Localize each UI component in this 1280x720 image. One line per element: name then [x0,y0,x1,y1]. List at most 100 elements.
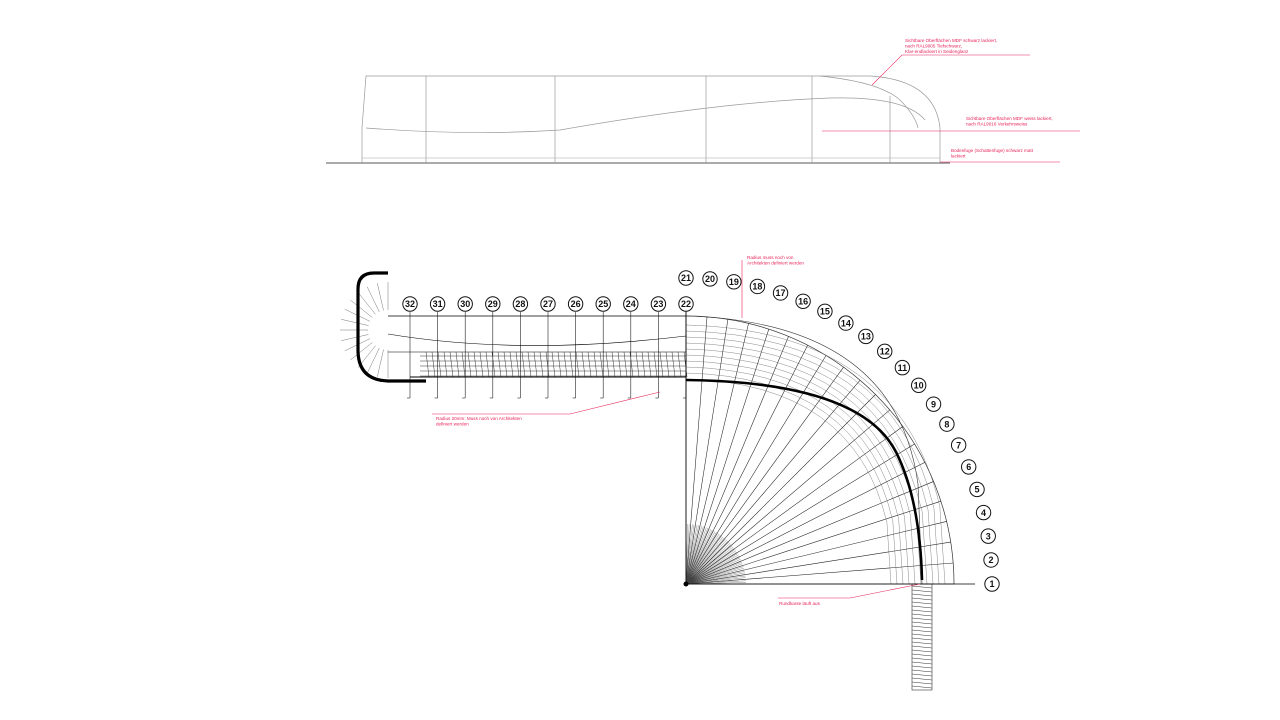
radial-ray [685,367,844,585]
radial-ray [685,323,749,585]
station-number: 27 [543,299,553,309]
station-marker: 17 [772,285,789,301]
station-number: 18 [752,282,762,292]
fine-ray [685,572,745,585]
station-circle [961,459,977,475]
radial-ray [685,409,890,585]
fine-ray [685,538,726,585]
station-circle [749,278,766,295]
station-circle [877,343,893,360]
station-number: 14 [841,318,851,328]
station-marker: 19 [726,274,742,290]
station-marker: 2 [983,552,999,568]
station-number: 11 [898,363,908,373]
station-circle [838,315,854,331]
leader-edge [778,583,921,599]
fine-ray [685,528,710,585]
station-circle [595,296,611,312]
radial-ray [685,443,915,585]
station-marker: 32 [402,296,418,312]
leg-hatch-line [911,669,933,673]
elevation-view [326,75,950,164]
hatch-curve [685,330,940,585]
station-circle [512,296,529,312]
station-marker: 6 [961,459,977,475]
fine-ray [685,524,691,585]
station-marker: 23 [650,296,667,312]
leg-hatch-line [911,641,933,645]
fine-ray [685,533,720,585]
fine-ray [685,562,742,585]
station-number: 5 [975,485,980,495]
fine-ray [685,550,737,585]
station-number: 4 [981,508,986,518]
end-ray [350,299,373,318]
radial-ray [685,500,941,585]
end-ray [341,319,369,326]
fine-ray [685,563,743,585]
station-circle [772,285,789,301]
radial-ray [685,380,861,585]
station-marker: 11 [894,359,911,376]
station-circle [795,293,811,309]
station-number: 31 [433,299,443,309]
leg-hatch-line [911,629,933,633]
station-marker: 30 [457,296,473,312]
station-marker: 26 [567,296,584,312]
station-circle [485,296,501,312]
station-circle [950,437,967,453]
vertical-leg-hatch [911,583,933,691]
fine-ray [685,580,746,585]
station-number: 24 [626,299,636,309]
station-number: 6 [966,462,971,472]
leg-hatch-line [911,609,933,613]
fine-ray [685,529,713,585]
station-marker: 24 [623,296,639,312]
station-marker: 4 [975,504,992,521]
station-number: 8 [944,419,949,429]
leg-hatch-line [911,593,933,597]
radial-ray [685,345,808,585]
fine-ray [685,553,738,585]
station-circle [894,359,911,376]
leader-top-surface [871,54,1030,86]
leg-hatch-line [911,673,933,677]
station-number: 9 [931,399,936,409]
station-marker: 14 [838,315,854,331]
fine-ray [685,526,702,585]
station-marker: 25 [595,296,611,312]
fine-ray [685,552,737,585]
fine-ray [685,531,716,585]
leg-hatch-line [911,605,933,609]
end-ray [350,342,373,361]
fine-ray [685,536,724,585]
station-marker: 29 [485,296,501,312]
station-marker: 18 [749,278,766,295]
hatch-curve [685,342,928,585]
fine-ray [685,539,727,585]
fine-ray [685,543,731,585]
station-marker: 10 [910,377,927,393]
fine-ray [685,524,693,585]
fine-ray [685,537,725,585]
station-number: 29 [488,299,498,309]
fine-ray [685,524,690,585]
station-number: 7 [956,440,961,450]
fine-ray [685,557,741,585]
fine-ray [685,542,730,585]
station-circle [457,296,473,312]
fine-ray [685,527,707,585]
radial-ray [685,336,789,585]
station-circle [678,296,694,312]
fine-ray [685,524,696,585]
fine-ray [685,544,732,585]
fine-ray [685,525,698,585]
station-marker: 5 [969,481,985,498]
station-number: 21 [681,273,691,283]
station-circle [858,328,874,345]
leg-hatch-line [911,677,933,681]
fine-ray [685,574,746,585]
left-end-cap [356,271,426,383]
